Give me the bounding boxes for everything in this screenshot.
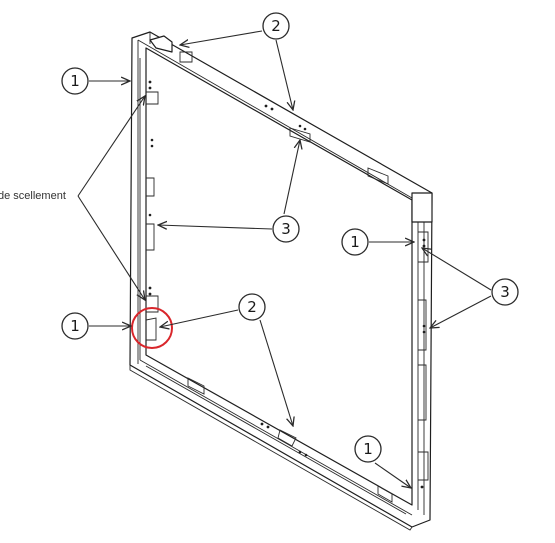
callout-number: 3 (281, 220, 291, 238)
top-rail-depth (137, 32, 413, 199)
top-right-cap (411, 192, 433, 223)
right-post-details (418, 231, 429, 489)
callout-2-top: 2 (262, 12, 290, 40)
callout-1-mid-right: 1 (341, 228, 369, 256)
frame-inner-edge (145, 47, 413, 506)
side-label: de scellement (0, 190, 66, 202)
callout-1-bottom-right: 1 (354, 435, 382, 463)
callout-3-middle: 3 (272, 215, 300, 243)
right-post-depth (417, 200, 425, 515)
top-left-tab (149, 35, 173, 53)
callout-2-bottom: 2 (238, 293, 266, 321)
callout-number: 1 (350, 233, 360, 251)
bottom-rail-details (187, 377, 393, 503)
callout-number: 2 (271, 17, 281, 35)
callout-number: 3 (500, 283, 510, 301)
frame-outer-edge (129, 31, 433, 528)
bottom-rail-depth (129, 359, 413, 531)
callout-number: 1 (70, 72, 80, 90)
callout-3-right: 3 (491, 278, 519, 306)
callout-number: 1 (70, 317, 80, 335)
callout-number: 2 (247, 298, 257, 316)
frame (129, 31, 433, 531)
leader-lines (77, 30, 492, 488)
highlight-circle (131, 307, 173, 349)
callout-1-bottom-left: 1 (61, 312, 89, 340)
callout-1-top-left: 1 (61, 67, 89, 95)
left-post-details (145, 80, 159, 341)
top-rail-details (179, 51, 389, 185)
callout-number: 1 (363, 440, 373, 458)
left-post-depth (137, 40, 141, 364)
